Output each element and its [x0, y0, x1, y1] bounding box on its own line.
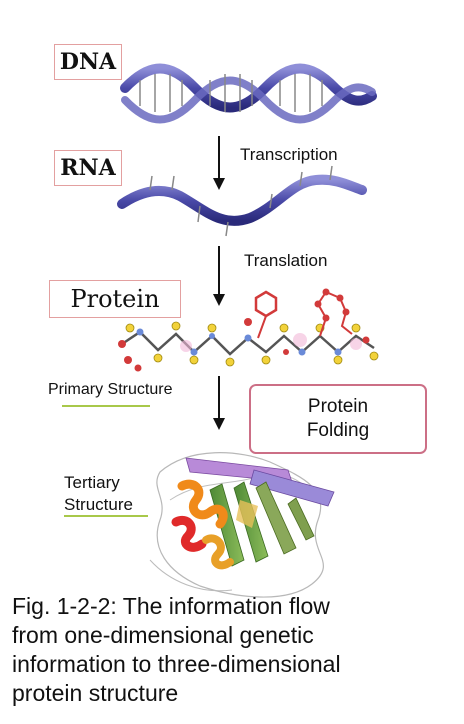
tertiary-line-2: Structure [64, 495, 133, 514]
tertiary-structure-label: Tertiary Structure [64, 472, 133, 516]
protein-label: Protein [49, 280, 181, 318]
rna-strand-icon [117, 165, 367, 237]
caption-line-3: information to three-dimensional [12, 651, 341, 677]
protein-folding-line-1: Protein [307, 396, 369, 417]
translation-label: Translation [244, 251, 328, 270]
protein-chain-icon [118, 288, 379, 372]
protein-folding-line-2: Folding [306, 420, 370, 441]
rna-label-text: RNA [60, 155, 116, 181]
transcription-label: Transcription [240, 145, 338, 164]
caption-line-1: Fig. 1-2-2: The information flow [12, 593, 330, 619]
caption-line-4: protein structure [12, 680, 179, 706]
caption-line-2: from one-dimensional genetic [12, 622, 314, 648]
tertiary-structure-icon [149, 452, 335, 598]
dna-helix-icon [120, 63, 377, 124]
flow-arrows [213, 136, 225, 430]
figure-caption: Fig. 1-2-2: The information flow from on… [12, 592, 452, 708]
dna-label-text: DNA [59, 49, 117, 75]
primary-structure-label: Primary Structure [48, 381, 173, 398]
rna-label: RNA [54, 150, 122, 186]
protein-folding-box: Protein Folding [249, 384, 427, 454]
dna-label: DNA [54, 44, 122, 80]
protein-label-text: Protein [70, 285, 160, 313]
tertiary-line-1: Tertiary [64, 473, 120, 492]
